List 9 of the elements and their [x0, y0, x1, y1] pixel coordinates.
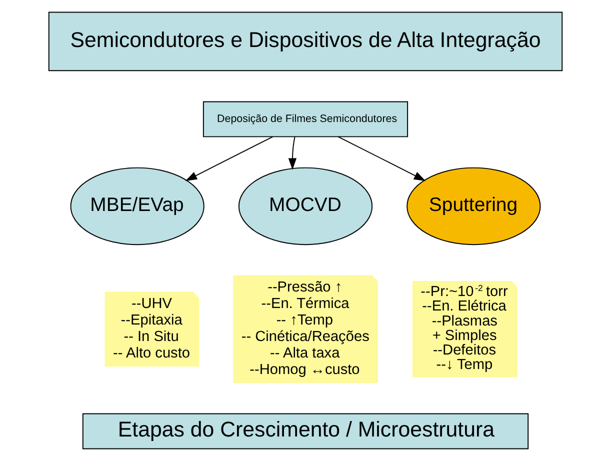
arrow	[337, 136, 426, 181]
node-box: Semicondutores e Dispositivos de Alta Integração	[48, 12, 562, 72]
node-ellipse: MBE/EVap	[70, 167, 204, 246]
node-ellipse: Sputtering	[406, 167, 540, 246]
arrow	[184, 136, 273, 181]
node-box: Etapas do Crescimento / Microestrutura	[82, 413, 528, 450]
node-box: Deposição de Filmes Semicondutores	[202, 101, 408, 138]
node-ellipse: MOCVD	[238, 167, 372, 246]
arrow	[288, 136, 296, 170]
